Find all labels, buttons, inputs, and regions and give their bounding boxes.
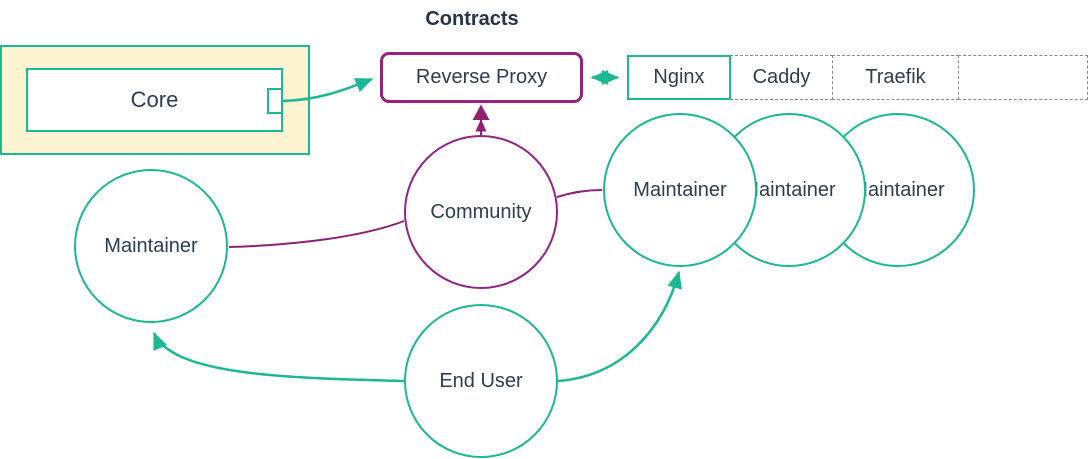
maintainer-right-node-2: Maintainer bbox=[712, 113, 866, 267]
table-cell-nginx: Nginx bbox=[627, 55, 731, 100]
proxy-options-table: Nginx Caddy Traefik bbox=[627, 55, 1088, 100]
community-node: Community bbox=[404, 135, 558, 289]
maintainer-right-label-2: Maintainer bbox=[742, 178, 836, 201]
table-cell-caddy: Caddy bbox=[730, 55, 833, 100]
maintainer-right-label-1: Maintainer bbox=[633, 178, 727, 201]
edge-community-to-reverse-proxy-arrowhead-inner bbox=[475, 119, 487, 132]
end-user-label: End User bbox=[439, 369, 523, 392]
maintainer-right-label-3: Maintainer bbox=[851, 178, 945, 201]
reverse-proxy-label: Reverse Proxy bbox=[415, 66, 548, 88]
edge-enduser-to-maintainer-left bbox=[152, 331, 405, 383]
core-label: Core bbox=[130, 87, 179, 112]
table-cell-traefik: Traefik bbox=[832, 55, 959, 100]
edge-enduser-to-maintainer-right bbox=[557, 270, 682, 383]
maintainer-left-label: Maintainer bbox=[104, 234, 198, 257]
end-user-node: End User bbox=[404, 304, 558, 458]
diagram-title: Contracts bbox=[425, 8, 519, 30]
maintainer-right-node-1: Maintainer bbox=[603, 113, 757, 267]
edge-community-to-maintainer-right bbox=[556, 189, 603, 198]
edge-community-to-reverse-proxy-arrowhead-outer bbox=[472, 104, 490, 120]
core-node: Core bbox=[26, 68, 283, 132]
edge-community-to-maintainer-left bbox=[228, 220, 405, 248]
table-cell-empty bbox=[958, 55, 1088, 100]
reverse-proxy-node: Reverse Proxy bbox=[380, 52, 583, 103]
core-port bbox=[267, 88, 283, 114]
maintainer-left-node: Maintainer bbox=[74, 169, 228, 323]
community-label: Community bbox=[430, 200, 532, 223]
